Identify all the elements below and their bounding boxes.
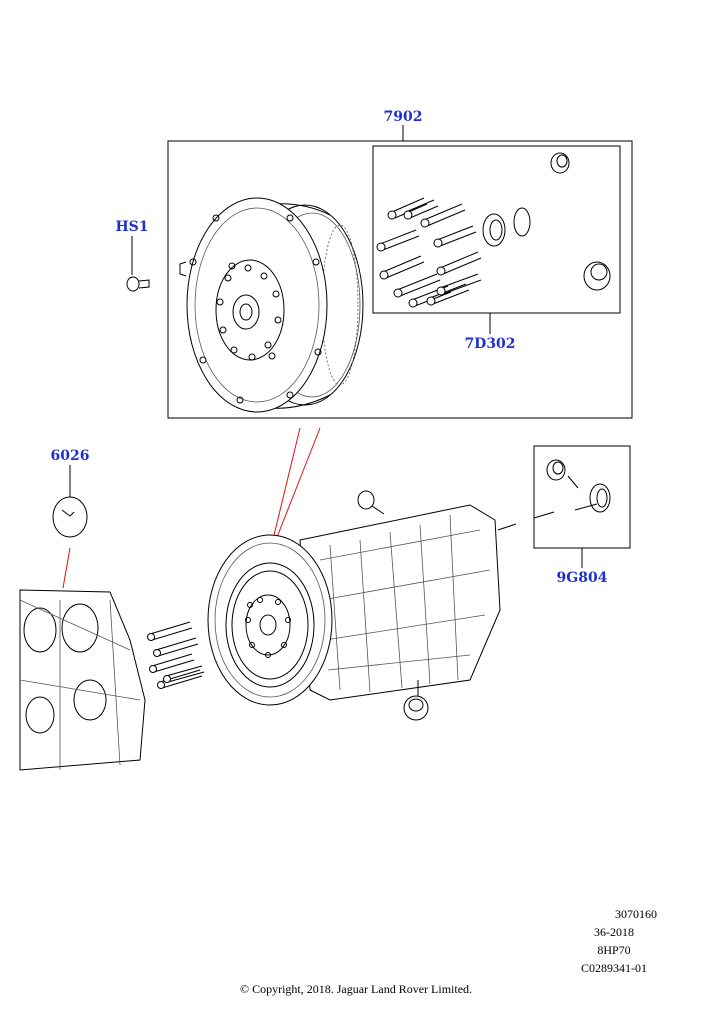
torque-converter-group: 7902	[167, 109, 633, 419]
plug-kit-illustration	[546, 459, 611, 513]
footer: 3070160 36-2018 8HP70 C0289341-01 © Copy…	[240, 907, 657, 996]
callout-7902[interactable]: 7902	[384, 109, 423, 125]
seal-illustration	[52, 496, 88, 538]
hs1-group: HS1	[115, 219, 150, 292]
transmission-model: 8HP70	[597, 943, 630, 957]
torque-converter-illustration	[179, 197, 364, 413]
copyright: © Copyright, 2018. Jaguar Land Rover Lim…	[240, 982, 472, 996]
callout-hs1[interactable]: HS1	[115, 219, 148, 235]
engine-block-illustration	[19, 589, 146, 771]
6026-group: 6026	[51, 448, 90, 589]
callout-6026[interactable]: 6026	[51, 448, 90, 464]
bolt-kit-illustration	[376, 152, 611, 308]
date-code: 36-2018	[594, 925, 634, 939]
transmission-illustration	[207, 490, 501, 721]
plug-kit-frame	[533, 445, 631, 549]
illustration-number: 3070160	[615, 907, 657, 921]
callout-9g804[interactable]: 9G804	[557, 570, 608, 586]
part-reference: C0289341-01	[581, 961, 647, 975]
hs1-bolt-illustration	[126, 276, 150, 292]
mounting-bolts-illustration	[147, 621, 205, 689]
torque-converter-frame	[167, 140, 633, 419]
callout-7d302[interactable]: 7D302	[464, 336, 515, 352]
bolt-kit-frame	[372, 145, 621, 314]
9g804-group: 9G804	[497, 445, 631, 586]
